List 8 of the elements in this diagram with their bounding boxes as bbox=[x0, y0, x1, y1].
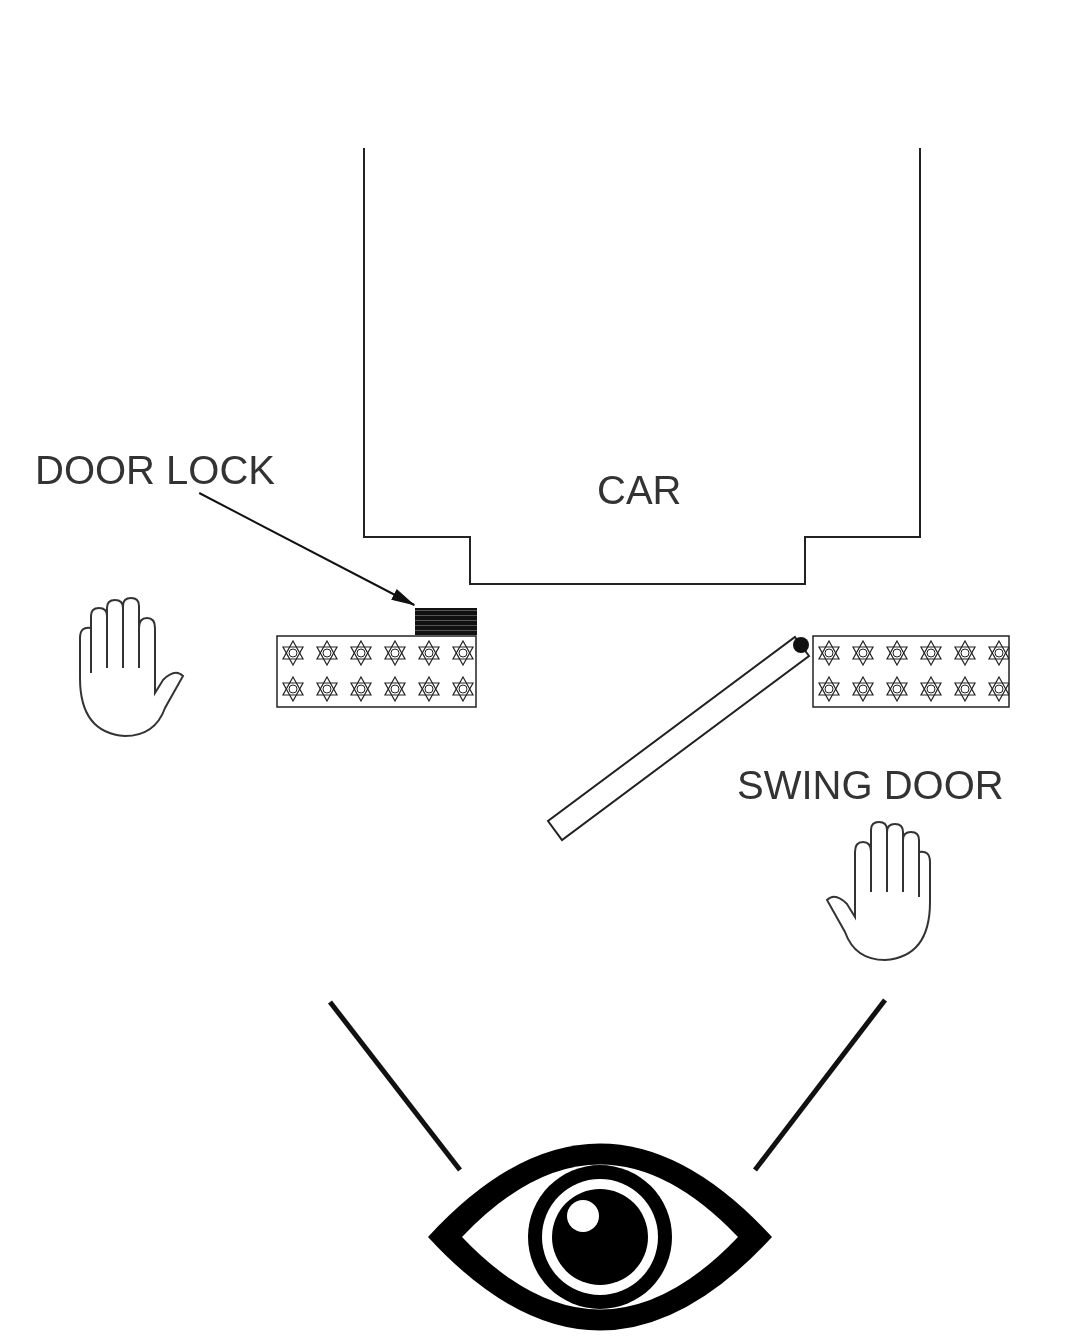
part-label: SWING DOOR bbox=[737, 765, 1004, 805]
car-label: CAR bbox=[597, 470, 682, 510]
leader-line bbox=[198, 492, 416, 606]
part-label: DOOR LOCK bbox=[35, 450, 276, 490]
car-outline bbox=[363, 148, 921, 585]
wall-section bbox=[276, 635, 477, 708]
wall-section bbox=[812, 635, 1010, 708]
door-lock-block bbox=[415, 608, 477, 635]
